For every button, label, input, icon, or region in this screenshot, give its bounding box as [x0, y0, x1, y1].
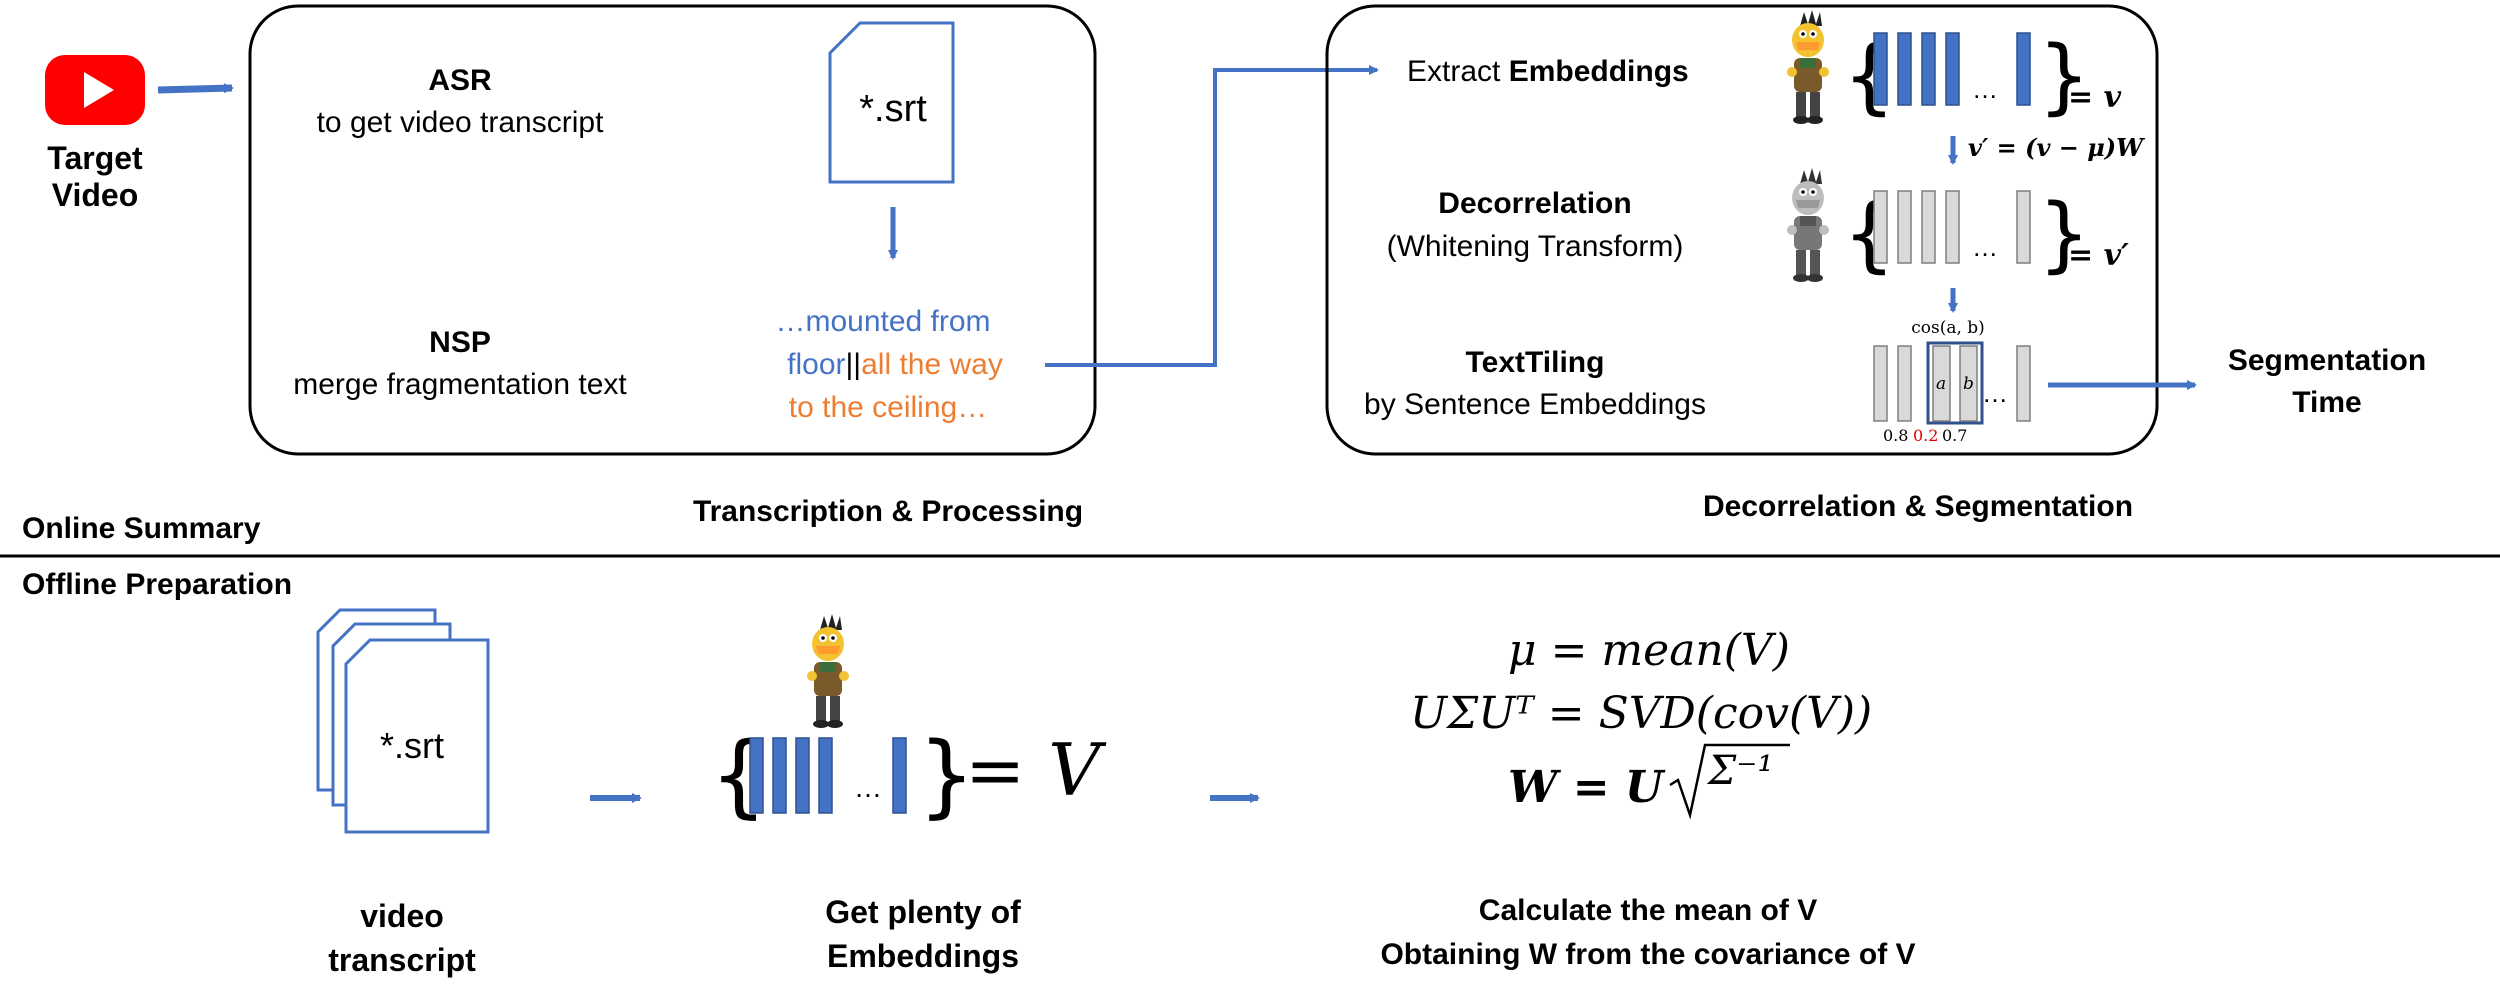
calc-w-caption: Obtaining W from the covariance of V — [1380, 938, 1916, 971]
online-summary-label: Online Summary — [22, 512, 261, 545]
equation-svd: UΣUᵀ = SVD(cov(V)) — [1410, 688, 1873, 739]
offline-dots: … — [854, 772, 882, 803]
bert-character-icon — [807, 614, 849, 728]
nsp-description: merge fragmentation text — [293, 368, 627, 401]
asr-description: to get video transcript — [316, 106, 604, 139]
score-2: 0.2 — [1913, 426, 1939, 445]
target-video-label: Target Video — [47, 140, 143, 213]
video-transcript-caption: video transcript — [328, 898, 476, 978]
row1-dots: … — [1972, 74, 1998, 104]
v-prime-label: = v′ — [2068, 238, 2129, 273]
texttiling-description: by Sentence Embeddings — [1364, 388, 1706, 421]
transcript-line-1: …mounted from — [775, 305, 991, 338]
transcription-caption: Transcription & Processing — [692, 495, 1084, 528]
decorrelation-box — [1325, 4, 2159, 456]
svg-text:}: } — [2038, 187, 2090, 282]
equation-mean: μ = mean(V) — [1508, 625, 1790, 676]
offline-srt-label: *.srt — [379, 725, 445, 766]
texttiling-title: TextTiling — [1465, 346, 1605, 379]
srt-label: *.srt — [859, 88, 927, 130]
extract-embeddings-label: Extract Embeddings — [1407, 55, 1689, 88]
texttiling-dots: … — [1982, 378, 2008, 408]
offline-preparation-label: Offline Preparation — [22, 568, 293, 601]
bar-a-label: a — [1936, 374, 1947, 394]
score-3: 0.7 — [1942, 426, 1968, 445]
whitening-formula: v′ = (v − μ)W — [1968, 133, 2144, 162]
bert-character-icon — [1787, 10, 1829, 124]
document-icon — [828, 21, 955, 184]
transcript-all-the-way: all the way — [861, 348, 1003, 381]
transcript-line-2: floor||all the way — [787, 348, 1003, 382]
embeddings-caption: Get plenty of Embeddings — [825, 894, 1021, 974]
row2-dots: … — [1972, 232, 1998, 262]
segmentation-time-label: Segmentation Time — [2227, 344, 2427, 419]
arrow-icon — [1045, 65, 1379, 367]
transcript-floor: floor — [787, 348, 846, 381]
youtube-icon — [45, 55, 145, 125]
svg-text:}: } — [2038, 29, 2090, 124]
bar-b-label: b — [1963, 374, 1974, 394]
transcript-separator: || — [845, 348, 862, 381]
nsp-title: NSP — [429, 326, 491, 359]
calc-mean-caption: Calculate the mean of V — [1478, 894, 1818, 927]
asr-title: ASR — [428, 64, 492, 97]
v-label: = v — [2068, 80, 2122, 115]
bert-character-icon — [1787, 168, 1829, 282]
document-stack-icon — [316, 608, 490, 834]
decorrelation-description: (Whitening Transform) — [1386, 230, 1684, 263]
score-1: 0.8 — [1883, 426, 1909, 445]
decorrelation-caption: Decorrelation & Segmentation — [1702, 490, 2134, 523]
arrow-icon — [157, 83, 234, 94]
transcription-box — [248, 4, 1097, 456]
equation-w-root: Σ⁻¹ — [1708, 748, 1774, 794]
decorrelation-title: Decorrelation — [1438, 187, 1632, 220]
cos-label: cos(a, b) — [1911, 318, 1985, 338]
sqrt-symbol — [1669, 743, 1790, 820]
embeddings-equals-V: = V — [965, 728, 1101, 812]
svg-text:}: } — [918, 723, 975, 828]
equation-w: W = U — [1508, 762, 1664, 813]
transcript-line-3: to the ceiling… — [788, 391, 988, 424]
